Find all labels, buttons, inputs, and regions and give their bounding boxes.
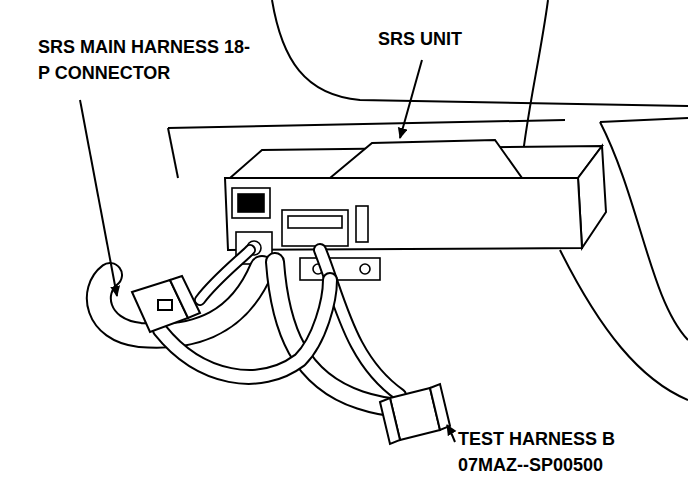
callout-label: SRS MAIN HARNESS 18-P CONNECTOR	[38, 34, 253, 86]
callout-label: TEST HARNESS B 07MAZ--SP00500	[458, 426, 673, 478]
callout-label: SRS UNIT	[378, 26, 508, 52]
